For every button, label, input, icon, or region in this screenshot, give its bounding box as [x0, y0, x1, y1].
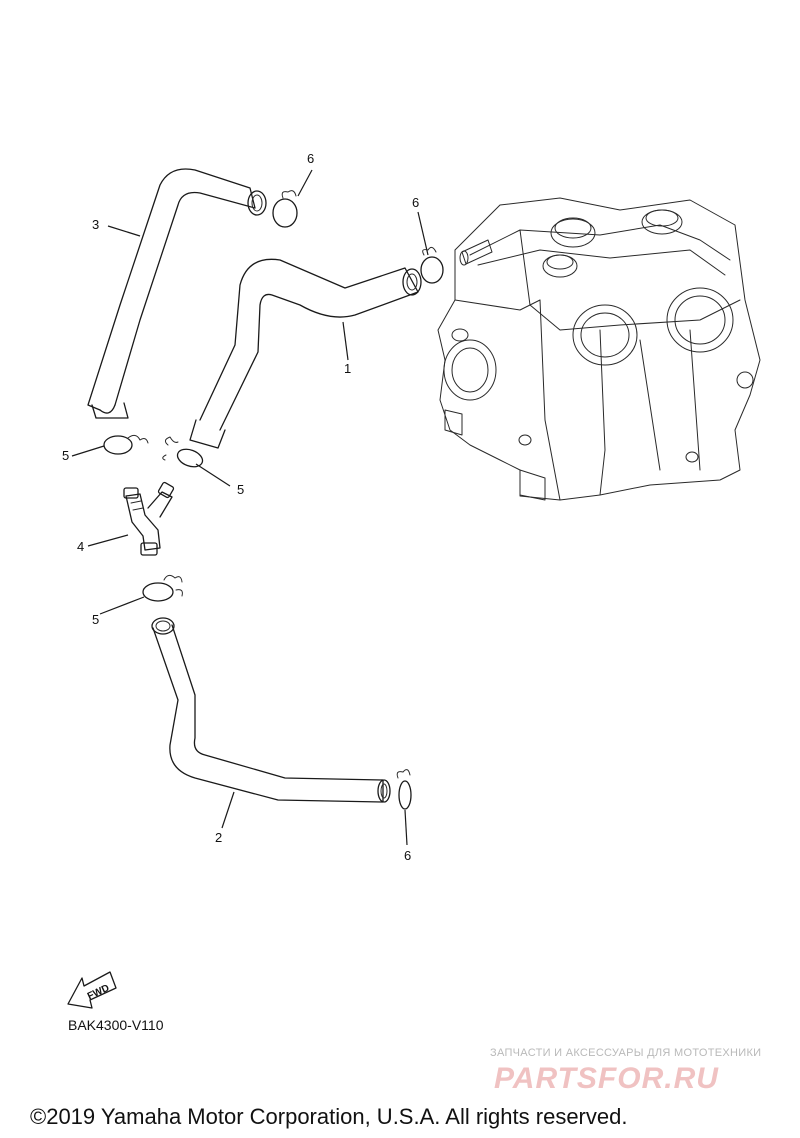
clip-6-top [272, 190, 298, 228]
diagram-code: BAK4300-V110 [68, 1017, 164, 1033]
fwd-label: FWD [86, 983, 111, 1003]
clip-5-upper [103, 434, 149, 455]
joint-4 [123, 481, 175, 556]
watermark-tagline: ЗАПЧАСТИ И АКСЕССУАРЫ ДЛЯ МОТОТЕХНИКИ [490, 1047, 761, 1059]
leader-lines [71, 169, 429, 846]
hose-1 [189, 258, 422, 449]
watermark-brand: PARTSFOR.RU [494, 1062, 719, 1095]
clip-6-head [420, 246, 444, 284]
callout-hose-1: 1 [344, 361, 351, 376]
clip-5-right [162, 436, 204, 468]
callout-clip-5-upper: 5 [62, 448, 69, 463]
fwd-arrow-icon: FWD [67, 971, 117, 1009]
callout-clip-6-top: 6 [307, 151, 314, 166]
hose-2 [151, 617, 391, 803]
callout-clip-6-bottom: 6 [404, 848, 411, 863]
clip-5-lower [142, 574, 183, 602]
callout-clip-5-lower: 5 [92, 612, 99, 627]
copyright-text: ©2019 Yamaha Motor Corporation, U.S.A. A… [30, 1104, 627, 1129]
hose-3 [87, 168, 267, 419]
callout-joint-4: 4 [77, 539, 84, 554]
callout-clip-5-right: 5 [237, 482, 244, 497]
cylinder-head [437, 197, 761, 501]
clip-6-bottom [396, 769, 412, 810]
callout-hose-2: 2 [215, 830, 222, 845]
callout-hose-3: 3 [92, 217, 99, 232]
callout-clip-6-head: 6 [412, 195, 419, 210]
